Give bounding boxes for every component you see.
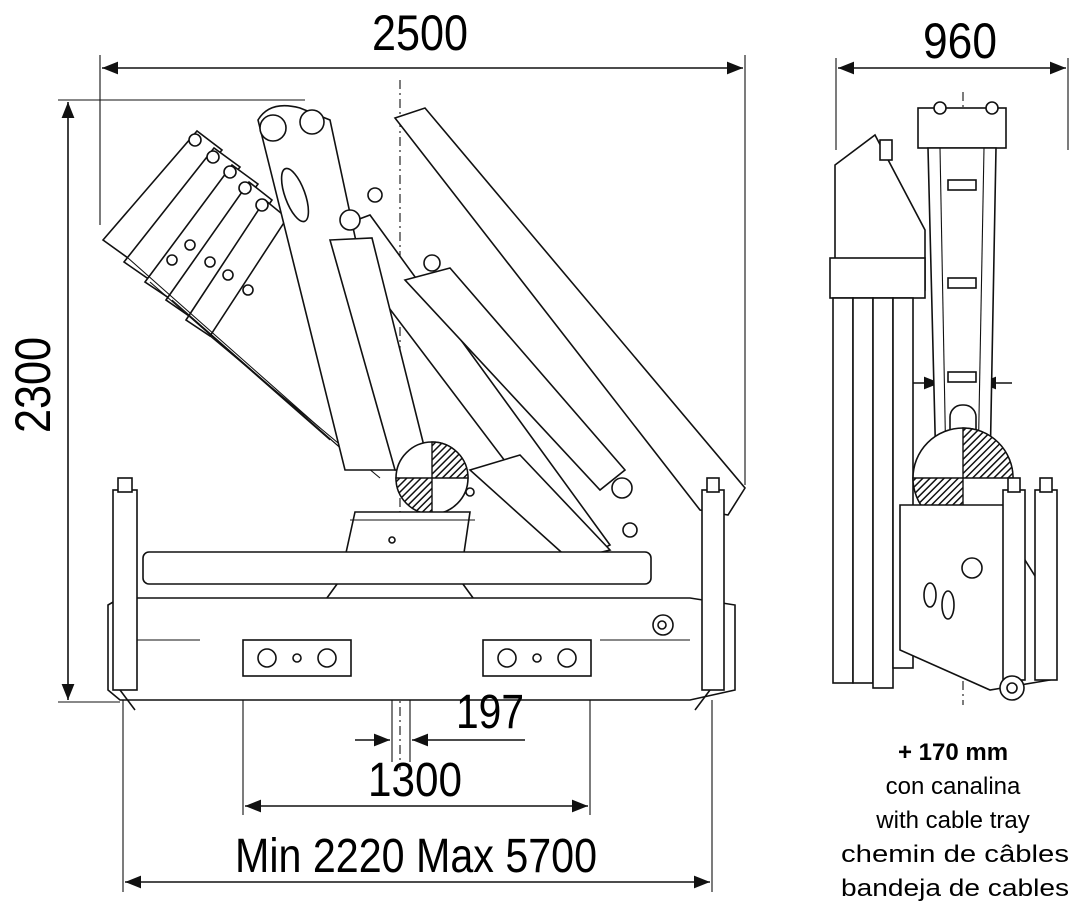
stabilizer-legs (112, 477, 725, 711)
dim-stabilizer-span: Min 2220 Max 5700 (235, 830, 597, 883)
dim-overall-length: 2500 (372, 5, 468, 61)
column-arm (257, 104, 441, 471)
main-boom-arm (328, 107, 746, 562)
crane-front-view (101, 104, 746, 711)
note-line-3: chemin de câbles (841, 841, 1069, 868)
note-extra: + 170 mm (898, 739, 1008, 766)
dim-base-width: 1300 (368, 754, 462, 807)
dim-offset: 197 (456, 686, 524, 739)
crane-side-view (829, 101, 1058, 701)
boom-extensions (101, 129, 381, 479)
note-line-2: with cable tray (875, 807, 1029, 834)
pivot-joint (395, 441, 475, 515)
dim-side-width: 960 (923, 13, 997, 69)
cable-tray-note: + 170 mm con canalina with cable tray ch… (841, 739, 1069, 902)
note-line-1: con canalina (886, 773, 1021, 800)
hydraulic-cylinder (468, 454, 638, 561)
note-line-4: bandeja de cables (841, 875, 1069, 902)
base-frame (107, 597, 736, 701)
side-central-column (917, 101, 1007, 471)
dimension-lines (58, 55, 1069, 892)
side-base-housing (899, 477, 1058, 701)
side-boom-package (829, 133, 926, 689)
stabilizer-tube (142, 551, 652, 585)
dim-height: 2300 (5, 337, 61, 433)
